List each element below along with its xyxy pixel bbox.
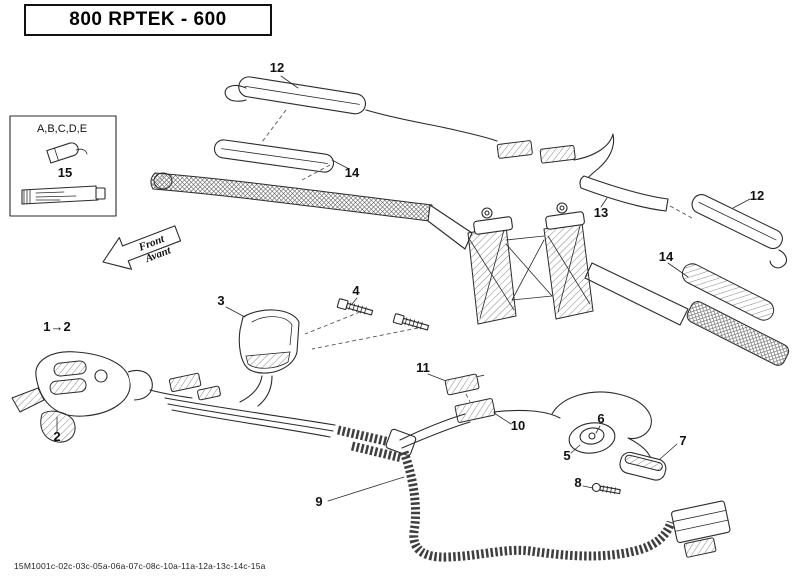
screws-4 bbox=[304, 298, 430, 350]
page-title: 800 RPTEK - 600 bbox=[69, 9, 227, 30]
grease-tube bbox=[21, 185, 106, 205]
handlebar-mid-right bbox=[584, 262, 689, 326]
callout-15-inset: 15 bbox=[58, 165, 72, 180]
callout-11: 11 bbox=[416, 360, 430, 375]
handlebar-mid bbox=[427, 204, 473, 250]
heated-grip-top bbox=[224, 76, 498, 142]
wire-to-right-grip bbox=[573, 133, 615, 182]
routing-dashes bbox=[261, 109, 693, 219]
corrugated-tube-a bbox=[336, 425, 400, 449]
connector-dash bbox=[465, 393, 471, 403]
harness-wires bbox=[164, 397, 336, 438]
title-box: 800 RPTEK - 600 bbox=[24, 4, 272, 36]
multifunction-switch bbox=[11, 351, 193, 443]
callout-5: 5 bbox=[563, 448, 570, 463]
handlebar-right-wrap bbox=[686, 301, 790, 366]
callout-3: 3 bbox=[217, 293, 224, 308]
callout-6: 6 bbox=[597, 411, 604, 426]
callout-14-right: 14 bbox=[659, 249, 674, 264]
wire-to-switch bbox=[493, 409, 561, 419]
grip-left-14 bbox=[213, 139, 335, 173]
switch-housing-3 bbox=[238, 309, 300, 407]
handlebar-end-cap bbox=[153, 172, 173, 190]
wire-loop bbox=[551, 391, 653, 463]
callout-numbers: 12 14 13 12 14 3 4 1→2 2 11 10 5 6 7 8 9… bbox=[37, 60, 764, 509]
callout-12-top: 12 bbox=[270, 60, 284, 75]
inline-connector-2 bbox=[197, 385, 221, 401]
connector-11 bbox=[444, 373, 485, 396]
connector-10 bbox=[454, 398, 496, 423]
front-direction-arrow: Front Avant bbox=[102, 225, 182, 270]
callout-8: 8 bbox=[574, 475, 581, 490]
callout-4: 4 bbox=[352, 283, 360, 298]
main-harness bbox=[399, 450, 676, 562]
grip-wire-connectors bbox=[496, 140, 576, 164]
screw-8 bbox=[591, 482, 621, 495]
inset-box bbox=[9, 115, 117, 217]
switch-trigger bbox=[40, 410, 76, 443]
callout-12-right: 12 bbox=[750, 188, 764, 203]
engine-cutoff-switch bbox=[568, 422, 616, 454]
callout-9: 9 bbox=[315, 494, 322, 509]
inline-connector bbox=[168, 372, 202, 393]
heater-element-right bbox=[681, 263, 775, 321]
callout-13: 13 bbox=[594, 205, 608, 220]
handlebar-left bbox=[150, 172, 433, 222]
callout-10: 10 bbox=[511, 418, 525, 433]
corrugated-tube-b bbox=[350, 441, 404, 463]
leader-lines bbox=[56, 75, 751, 502]
callout-2: 2 bbox=[53, 429, 60, 444]
switch-clamp bbox=[127, 369, 153, 401]
inset-label: A,B,C,D,E bbox=[37, 123, 87, 135]
grip-ring bbox=[224, 85, 247, 102]
grip-ring-right bbox=[769, 249, 788, 269]
part-code: 15M1001c-02c-03c-05a-06a-07c-08c-10a-11a… bbox=[14, 561, 266, 571]
steering-riser bbox=[467, 202, 594, 325]
bracket-7 bbox=[619, 451, 667, 481]
grip-wire bbox=[365, 109, 498, 142]
main-connector-block bbox=[671, 500, 731, 558]
heater-element-13 bbox=[579, 175, 669, 212]
switch-lever bbox=[11, 387, 45, 413]
callout-1-2: 1→2 bbox=[43, 319, 70, 334]
heated-grip-right bbox=[691, 194, 788, 269]
inset-connector bbox=[46, 142, 79, 164]
callout-14-left: 14 bbox=[345, 165, 360, 180]
callout-7: 7 bbox=[679, 433, 686, 448]
